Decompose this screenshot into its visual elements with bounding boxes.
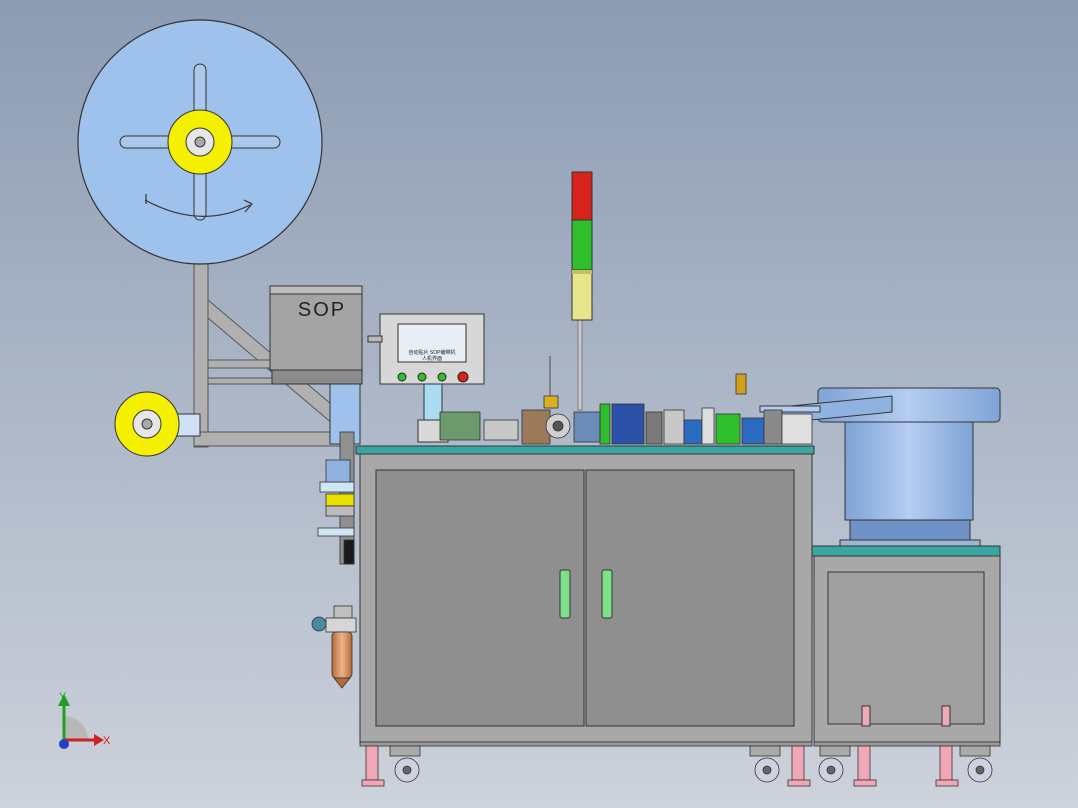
left-actuator-stack [317,431,355,565]
sop-sealing-unit: SOP [269,285,363,445]
green-button-2[interactable] [417,372,427,382]
axis-triad: Y X [58,691,111,749]
green-button-1[interactable] [397,372,407,382]
yellow-light [571,269,593,321]
green-button-3[interactable] [437,372,447,382]
take-up-reel [114,391,201,457]
rotation-arrow [144,199,251,217]
main-cabinet [355,445,815,743]
emergency-stop-button[interactable] [457,371,469,383]
side-cabinet [811,545,1001,743]
green-light [571,219,593,271]
air-filter-regulator [311,605,357,689]
cabinet-door-right[interactable] [585,469,795,727]
door-handle-right[interactable] [601,569,613,619]
signal-tower-light [571,171,593,411]
sop-label: SOP [298,299,346,321]
vibratory-bowl-feeder [759,387,1001,549]
cabinet-door-left[interactable] [375,469,585,727]
axis-x-label: X [103,735,111,747]
supply-reel [77,19,323,265]
door-handle-left[interactable] [559,569,571,619]
red-light [571,171,593,221]
feet-and-casters [359,741,1001,787]
hmi-subcaption: 人机界面 [422,355,442,362]
hmi-caption: 自动贴片 SOP编带机 [409,349,456,356]
axis-y-label: Y [59,691,67,703]
processing-mechanism-strip [439,356,813,445]
